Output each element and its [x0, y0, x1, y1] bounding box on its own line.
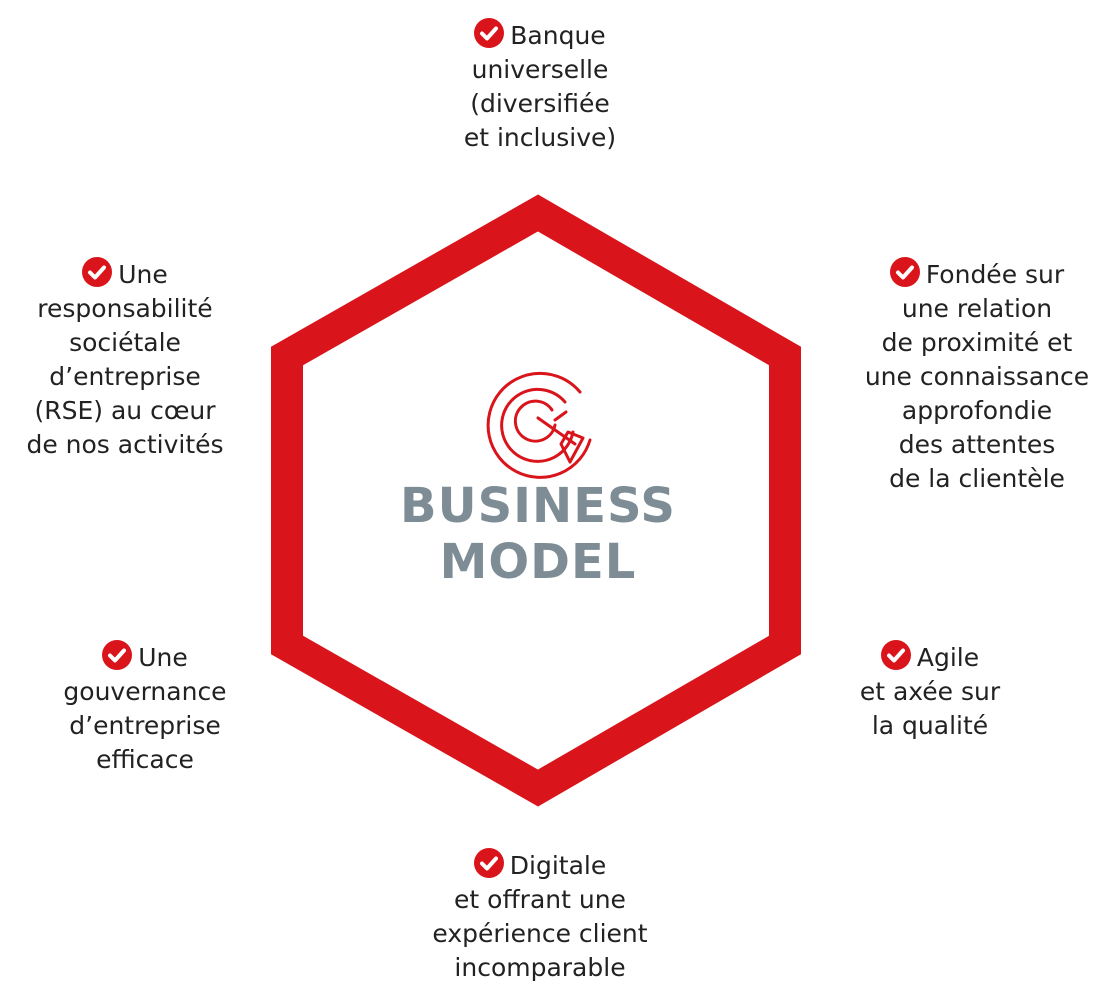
target-arrow-icon [486, 371, 592, 479]
check-circle-icon [473, 848, 504, 878]
pillar-line: (diversifiée [470, 89, 610, 118]
pillar-line: une connaissance [864, 362, 1090, 391]
pillar-universal-bank: Banque universelle (diversifiée et inclu… [400, 18, 680, 155]
hexagon-frame [271, 194, 801, 807]
pillar-agile-quality: Agile et axée sur la qualité [820, 640, 1040, 743]
pillar-line: et offrant une [454, 885, 626, 914]
pillar-line: Une [118, 260, 168, 289]
title-line-1: BUSINESS [400, 478, 676, 534]
pillar-line: efficace [96, 745, 194, 774]
pillar-line: une relation [901, 294, 1053, 323]
pillar-line: d’entreprise [49, 362, 201, 391]
pillar-line: (RSE) au cœur [34, 396, 216, 425]
pillar-line: gouvernance [63, 677, 227, 706]
pillar-line: Fondée sur [925, 260, 1065, 289]
check-circle-icon [102, 640, 133, 670]
pillar-line: Une [138, 643, 188, 672]
pillar-line: approfondie [901, 396, 1053, 425]
title-line-2: MODEL [439, 534, 637, 590]
pillar-digital-experience: Digitale et offrant une expérience clien… [400, 848, 680, 985]
business-model-title: BUSINESS MODEL [388, 478, 688, 590]
check-circle-icon [880, 640, 911, 670]
check-circle-icon [82, 257, 113, 287]
check-circle-icon [889, 257, 920, 287]
pillar-line: sociétale [69, 328, 181, 357]
pillar-line: de proximité et [881, 328, 1073, 357]
pillar-line: Agile [916, 643, 980, 672]
pillar-line: responsabilité [37, 294, 213, 323]
pillar-line: des attentes [898, 430, 1056, 459]
pillar-line: et axée sur [859, 677, 1001, 706]
check-circle-icon [474, 18, 505, 48]
pillar-line: incomparable [454, 953, 626, 982]
pillar-line: d’entreprise [69, 711, 221, 740]
pillar-line: Digitale [509, 851, 607, 880]
pillar-line: et inclusive) [463, 123, 617, 152]
pillar-proximity-relationship: Fondée sur une relation de proximité et … [852, 257, 1102, 496]
pillar-line: universelle [471, 55, 609, 84]
pillar-governance: Une gouvernance d’entreprise efficace [25, 640, 265, 777]
pillar-line: la qualité [871, 711, 989, 740]
pillar-line: de la clientèle [889, 464, 1065, 493]
pillar-csr: Une responsabilité sociétale d’entrepris… [5, 257, 245, 462]
pillar-line: expérience client [432, 919, 648, 948]
pillar-line: de nos activités [26, 430, 224, 459]
pillar-line: Banque [510, 21, 606, 50]
